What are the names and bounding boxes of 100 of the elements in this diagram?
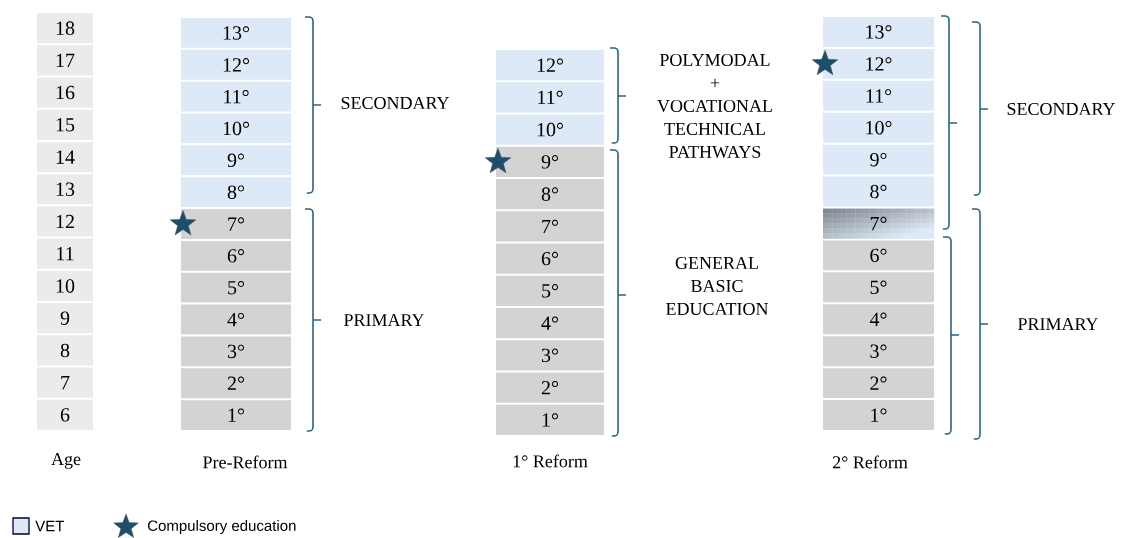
age-cell: 9 (37, 303, 93, 334)
node-label: 11 (57, 247, 74, 261)
age-cell: 11 (37, 238, 93, 269)
node-label: 3° (870, 344, 887, 358)
node-label: 3° (541, 348, 559, 363)
grade-cell: 8° (496, 179, 604, 210)
node-label: 10° (537, 122, 564, 137)
node-label: 6° (227, 249, 245, 263)
node-label: 3° (227, 344, 245, 359)
node-label: 6 (60, 408, 70, 422)
grade-cell: 10° (823, 112, 934, 143)
node-label: 11° (866, 89, 892, 103)
grade-cell: 1° (823, 400, 934, 430)
node-label: 4° (869, 312, 887, 326)
grade-cell: 12° (496, 50, 604, 81)
age-cell: 17 (37, 45, 93, 76)
grade-cell: 7° (823, 208, 935, 239)
grade-cell: 8° (823, 176, 934, 207)
node-label: 12 (56, 214, 74, 229)
node-label: 5° (870, 280, 887, 295)
node-label: 5° (228, 280, 245, 295)
node-label: 5° (542, 284, 559, 298)
brace-label: SECONDARY (341, 96, 450, 110)
node-label: 9° (227, 153, 245, 168)
grade-cell: 9° (496, 146, 604, 177)
brace-label: PRIMARY (344, 314, 425, 326)
node-label: 10° (223, 121, 250, 136)
age-cell: 6 (37, 399, 93, 430)
node-label: 14 (56, 150, 75, 164)
grade-cell: 5° (496, 275, 604, 306)
node-label: 8° (870, 184, 887, 199)
grade-cell: 12° (823, 48, 934, 79)
grade-cell: 2° (181, 368, 291, 399)
grade-cell: 7° (496, 211, 604, 242)
legend-text: Compulsory education (147, 520, 296, 534)
node-label: 8 (60, 343, 70, 358)
node-label: 6° (870, 248, 887, 263)
grade-cell: 4° (181, 304, 291, 335)
age-cell: 16 (37, 77, 93, 108)
grade-cell: 5° (823, 272, 934, 303)
age-cell: 7 (37, 367, 93, 398)
node-label: 8° (227, 185, 245, 199)
column-title: 2° Reform (832, 455, 908, 469)
node-label: 12° (537, 58, 564, 72)
node-label: 10° (866, 120, 892, 135)
grade-cell: 1° (496, 404, 604, 435)
grade-cell: 3° (496, 340, 604, 371)
brace-label: SECONDARY (1007, 102, 1116, 116)
node-label: 18 (56, 21, 75, 35)
grade-cell: 10° (496, 114, 604, 145)
node-label: 13° (866, 25, 892, 39)
node-label: 1° (542, 413, 559, 427)
grade-cell: 3° (823, 336, 934, 367)
grade-cell: 3° (181, 336, 291, 367)
node-label: 10 (56, 279, 75, 293)
age-cell: 15 (37, 109, 93, 140)
node-label: 7° (542, 219, 559, 234)
column-title: 1° Reform (513, 454, 588, 468)
grade-cell: 4° (496, 308, 604, 339)
grade-cell: 2° (823, 368, 934, 399)
node-label: 12° (866, 57, 892, 71)
node-label: 2° (870, 376, 887, 390)
grade-cell: 2° (496, 372, 604, 403)
legend-text: VET (35, 520, 65, 532)
node-label: 2° (227, 376, 245, 390)
node-label: 13 (56, 182, 75, 196)
grade-cell: 4° (823, 304, 934, 335)
grade-cell: 1° (181, 400, 291, 430)
node-label: 1° (871, 408, 887, 422)
node-label: 11° (224, 89, 249, 104)
grade-cell: 10° (181, 113, 291, 144)
grade-cell: 6° (823, 240, 934, 271)
node-label: 12° (223, 58, 250, 72)
node-label: 7 (61, 376, 70, 390)
grade-cell: 13° (181, 18, 291, 48)
node-label: 4° (541, 316, 559, 330)
age-cell: 13 (37, 174, 93, 205)
node-label: 7° (228, 217, 245, 231)
brace-label: GENERAL BASIC EDUCATION (666, 256, 769, 316)
column-title: Pre-Reform (203, 455, 288, 469)
grade-cell: 5° (181, 272, 291, 303)
brace-label: POLYMODAL + VOCATIONAL TECHNICAL PATHWAYS (657, 53, 772, 159)
node-label: 16 (56, 85, 75, 100)
node-label: 11° (538, 90, 563, 105)
grade-cell: 9° (181, 145, 291, 176)
age-cell: 10 (37, 270, 93, 302)
column-title: Age (51, 453, 81, 469)
grade-cell: 6° (496, 243, 604, 274)
node-label: 4° (227, 312, 245, 327)
grade-cell: 12° (181, 49, 291, 80)
age-cell: 8 (37, 335, 93, 366)
node-label: 2° (541, 380, 559, 395)
node-label: 9° (870, 152, 887, 167)
grade-cell: 6° (181, 240, 291, 271)
node-label: 17 (56, 53, 75, 67)
node-label: 9 (60, 311, 70, 325)
grade-cell: 7° (181, 209, 291, 239)
node-label: 9° (541, 155, 559, 169)
node-label: 7° (870, 216, 887, 231)
grade-cell: 8° (181, 177, 291, 208)
